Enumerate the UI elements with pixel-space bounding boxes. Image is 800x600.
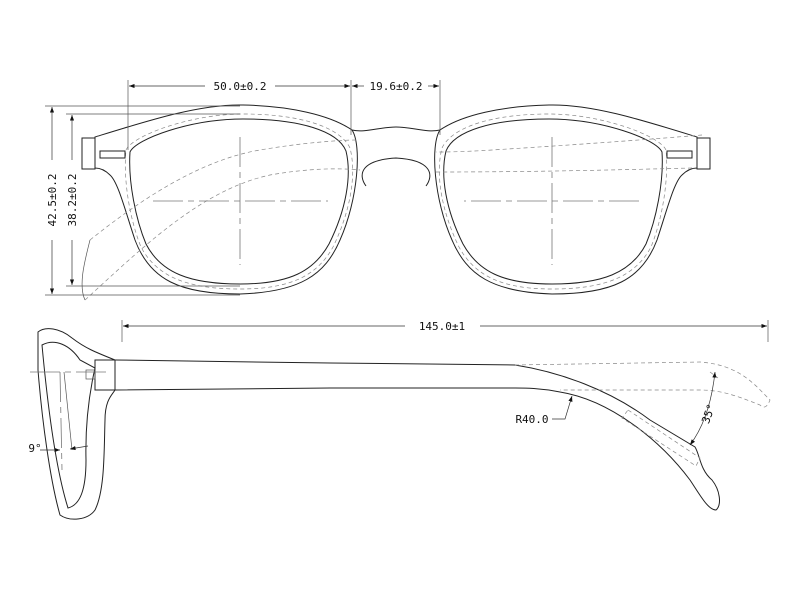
dimension-frame-height: 42.5±0.2 xyxy=(45,105,240,296)
dimension-pantoscopic-angle: 9° xyxy=(28,442,89,455)
dimension-lens-width: 50.0±0.2 xyxy=(127,80,441,150)
lens-width-label: 50.0±0.2 xyxy=(214,80,267,93)
dimension-tip-angle: 35° xyxy=(689,371,718,446)
side-view: 145.0±1 R40.0 35° 9° xyxy=(28,320,771,520)
front-view: 50.0±0.2 19.6±0.2 42.5±0.2 38.2±0.2 xyxy=(45,80,711,301)
bridge xyxy=(351,126,441,187)
frame-front-profile xyxy=(30,328,116,520)
bend-radius-label: R40.0 xyxy=(515,413,548,426)
left-lens-rim xyxy=(81,104,361,301)
pantoscopic-angle-label: 9° xyxy=(28,442,41,455)
dimension-temple-length: 145.0±1 xyxy=(121,320,769,342)
lens-height-label: 38.2±0.2 xyxy=(66,174,79,227)
dimension-lens-height: 38.2±0.2 xyxy=(66,113,240,287)
bridge-width-label: 19.6±0.2 xyxy=(370,80,423,93)
tip-angle-label: 35° xyxy=(699,402,718,425)
dimension-bend-radius: R40.0 xyxy=(515,395,573,426)
dimension-bridge-width: 19.6±0.2 xyxy=(352,80,439,93)
temple-arm xyxy=(114,359,771,511)
temple-length-label: 145.0±1 xyxy=(419,320,465,333)
frame-height-label: 42.5±0.2 xyxy=(46,174,59,227)
right-lens-rim xyxy=(434,104,711,295)
